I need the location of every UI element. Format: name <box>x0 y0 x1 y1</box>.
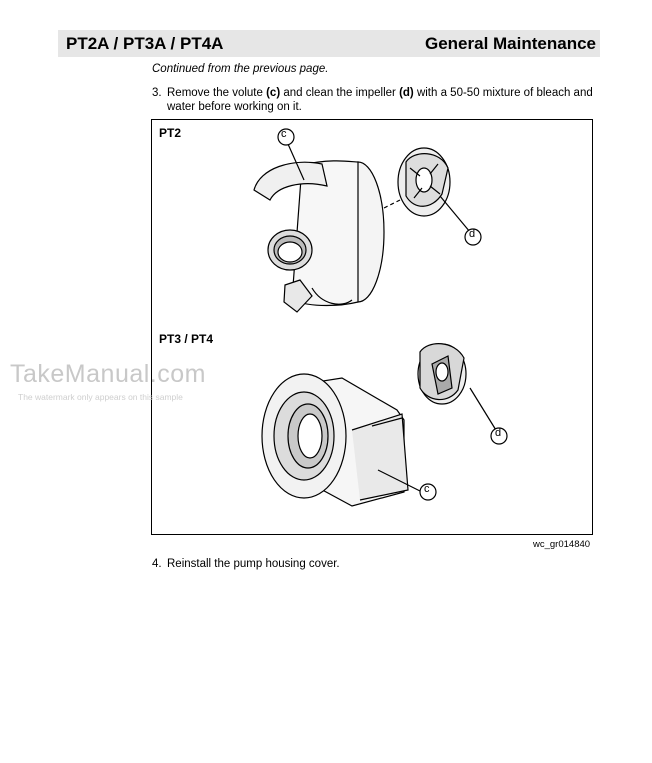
header-section-title: General Maintenance <box>424 34 596 53</box>
figure-label-pt3-pt4: PT3 / PT4 <box>159 332 214 346</box>
callout-d-bottom-label: d <box>495 427 502 439</box>
callout-c-bottom-label: c <box>424 483 430 495</box>
header-model: PT2A / PT3A / PT4A <box>66 34 224 53</box>
callout-c-bottom <box>419 483 437 501</box>
callout-d-top <box>464 228 482 246</box>
watermark-note: The watermark only appears on this sampl… <box>18 392 183 402</box>
header-bar: PT2A / PT3A / PT4A General Maintenance <box>58 30 600 57</box>
step-number: 3. <box>152 87 162 99</box>
step-number: 4. <box>152 558 162 570</box>
continued-note: Continued from the previous page. <box>152 63 329 75</box>
pt3-pt4-volute-drawing <box>261 373 409 507</box>
figure-id: wc_gr014840 <box>533 539 591 550</box>
callout-ref-c: (c) <box>266 87 281 99</box>
pt2-volute-drawing <box>253 160 401 313</box>
callout-c-top <box>277 128 295 146</box>
figure-label-pt2: PT2 <box>159 126 182 140</box>
step-text: Reinstall the pump housing cover. <box>167 558 340 570</box>
pt2-impeller-drawing <box>397 147 451 217</box>
figure-drawing <box>253 128 508 507</box>
watermark-logo: TakeManual.com <box>10 360 206 388</box>
callout-d-bottom <box>490 427 508 445</box>
callout-c-top-label: c <box>281 128 287 140</box>
pt3-pt4-impeller-drawing <box>417 343 467 405</box>
callout-d-top-label: d <box>469 228 476 240</box>
step-text: Remove the volute (c) and clean the impe… <box>167 87 593 113</box>
figure-volute-impeller: PT2 PT3 / PT4 <box>151 119 593 535</box>
callout-ref-d: (d) <box>399 87 414 99</box>
